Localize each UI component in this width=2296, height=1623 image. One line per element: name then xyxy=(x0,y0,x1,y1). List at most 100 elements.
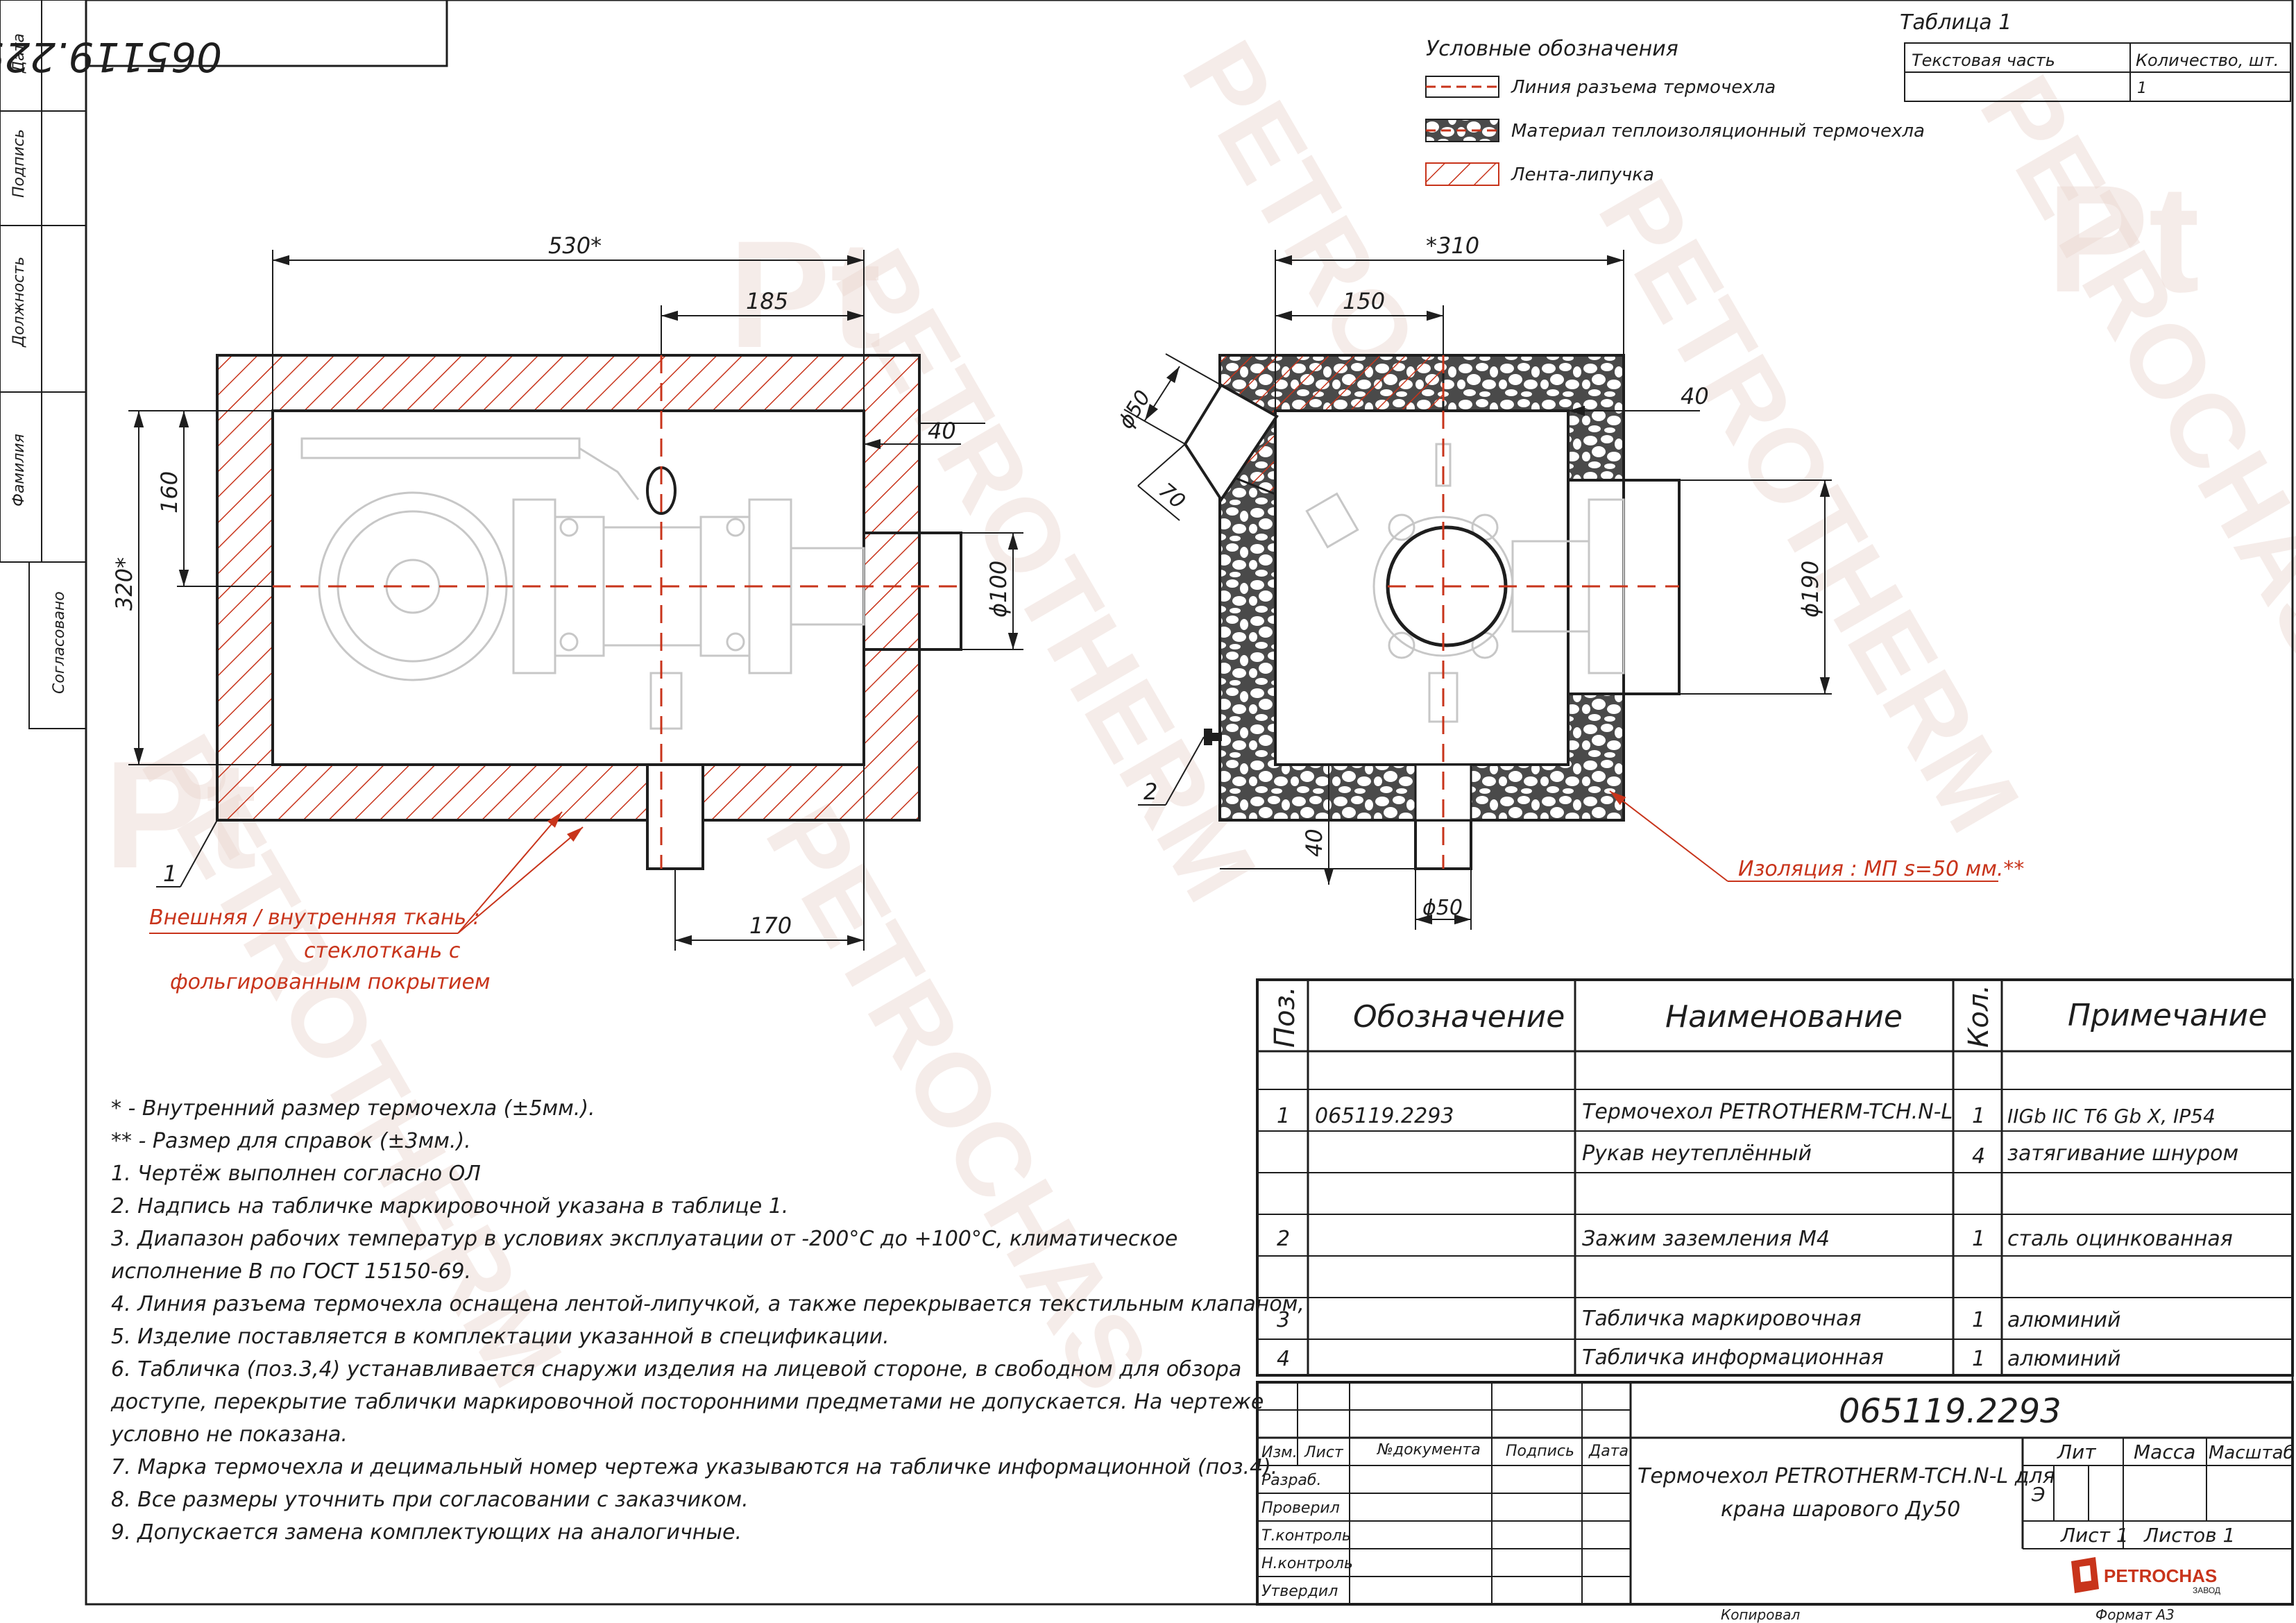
spec-header-pos: Поз. xyxy=(1269,986,1301,1048)
tb-scale-header: Масштаб xyxy=(2209,1443,2295,1463)
title-block-text: 065119.2293 Изм. Лист №документа Подпись… xyxy=(1261,1392,2295,1600)
note-2: 1. Чертёж выполнен согласно ОЛ xyxy=(111,1162,481,1186)
legend-label-insulation: Материал теплоизоляционный термочехла xyxy=(1511,121,1925,142)
dim-150: 150 xyxy=(1343,288,1385,314)
spec-row2-note: сталь оцинкованная xyxy=(2007,1227,2233,1251)
insulation-note: Изоляция : МП s=50 мм.** xyxy=(1738,857,2024,881)
spec-header-qty: Кол. xyxy=(1963,985,1995,1048)
dim-phi50-angled: ϕ50 xyxy=(1114,386,1155,434)
callout-1: 1 Внешняя / внутренняя ткань : стеклотка… xyxy=(149,811,584,994)
table-1: Таблица 1 Текстовая часть Количество, шт… xyxy=(1900,10,2291,102)
tb-lit-value: Э xyxy=(2031,1483,2046,1506)
side-view xyxy=(1183,354,1681,870)
tb-col-izm: Изм. xyxy=(1261,1444,1298,1461)
ground-clamp-icon xyxy=(1204,729,1222,745)
dim-185: 185 xyxy=(746,288,788,314)
note-4: 3. Диапазон рабочих температур в условия… xyxy=(111,1227,1177,1251)
spec-table xyxy=(1256,978,2294,1377)
tb-col-date: Дата xyxy=(1588,1443,1629,1460)
tb-sheet: Лист 1 xyxy=(2060,1524,2129,1547)
footer-copied: Копировал xyxy=(1721,1606,1800,1623)
legend-label-split-line: Линия разъема термочехла xyxy=(1511,77,1776,98)
dim-40-side: 40 xyxy=(1681,383,1709,409)
spec-row1-note: затягивание шнуром xyxy=(2007,1141,2238,1166)
watermark-logo-1: Pt xyxy=(729,209,881,380)
front-view xyxy=(216,354,962,870)
table1-header-text: Текстовая часть xyxy=(1912,51,2055,70)
tb-col-doc: №документа xyxy=(1377,1441,1481,1459)
side-signature: Подпись xyxy=(10,129,28,198)
footer: Копировал Формат А3 xyxy=(1721,1606,2175,1623)
dim-320: 320* xyxy=(111,557,137,611)
spec-row4-qty: 1 xyxy=(1972,1347,1985,1371)
spec-header-note: Примечание xyxy=(2068,998,2267,1033)
general-notes: * - Внутренний размер термочехла (±5мм.)… xyxy=(110,1096,1304,1545)
watermark-logo-2: Pt xyxy=(2047,153,2200,324)
dim-160: 160 xyxy=(156,471,182,513)
note-8: 6. Табличка (поз.3,4) устанавливается сн… xyxy=(111,1357,1241,1382)
spec-row0-qty: 1 xyxy=(1972,1104,1985,1128)
spec-row4-pos: 4 xyxy=(1277,1347,1290,1371)
spec-row2-qty: 1 xyxy=(1972,1227,1985,1251)
front-view-dimension-labels: 530* 185 320* 160 40 ϕ100 170 xyxy=(111,232,1012,939)
callout-insulation: Изоляция : МП s=50 мм.** xyxy=(1609,790,2024,882)
dim-310: *310 xyxy=(1426,232,1479,259)
spec-table-text: Поз. Обозначение Наименование Кол. Приме… xyxy=(1269,985,2267,1371)
side-date: Дата xyxy=(10,33,28,74)
tb-sheets: Листов 1 xyxy=(2143,1524,2235,1547)
title-block-number: 065119.2293 xyxy=(1839,1392,2061,1431)
title-block xyxy=(1256,1381,2294,1606)
table1-cell-qty: 1 xyxy=(2137,80,2147,97)
table1-header-qty: Количество, шт. xyxy=(2136,51,2279,70)
side-surname: Фамилия xyxy=(10,434,28,507)
note-9: доступе, перекрытие таблички маркировочн… xyxy=(110,1390,1264,1414)
tb-title-line2: крана шарового Ду50 xyxy=(1721,1497,1960,1522)
note-1: ** - Размер для справок (±3мм.). xyxy=(111,1129,471,1153)
company-logo xyxy=(2071,1557,2099,1593)
legend: Условные обозначения Линия разъема термо… xyxy=(1425,37,1925,186)
tb-mass-header: Масса xyxy=(2134,1441,2195,1463)
callout-2: 2 xyxy=(1138,736,1205,806)
note-13: 9. Допускается замена комплектующих на а… xyxy=(111,1520,742,1545)
legend-title: Условные обозначения xyxy=(1426,37,1678,61)
fabric-note-line2: стеклоткань с xyxy=(304,939,461,963)
fabric-note-line3: фольгированным покрытием xyxy=(170,970,491,994)
dim-70: 70 xyxy=(1154,478,1190,513)
spec-row2-pos: 2 xyxy=(1277,1227,1290,1251)
dim-40-bottom: 40 xyxy=(1301,829,1327,857)
spec-row0-note: IIGb IIC T6 Gb X, IP54 xyxy=(2007,1105,2216,1128)
callout-2-label: 2 xyxy=(1143,779,1157,805)
spec-row0-name: Термочехол PETROTHERM-TCH.N-L xyxy=(1582,1100,1953,1124)
tb-role-approved: Утвердил xyxy=(1261,1583,1338,1600)
table1-caption: Таблица 1 xyxy=(1900,10,2012,35)
spec-row0-designation: 065119.2293 xyxy=(1315,1104,1454,1128)
spec-row4-name: Табличка информационная xyxy=(1582,1345,1884,1370)
spec-row4-note: алюминий xyxy=(2007,1347,2121,1371)
spec-row2-name: Зажим заземления М4 xyxy=(1582,1227,1830,1251)
note-5: исполнение В по ГОСТ 15150-69. xyxy=(111,1259,471,1284)
dim-phi190: ϕ190 xyxy=(1797,561,1823,618)
company-sub: ЗАВОД xyxy=(2193,1586,2220,1595)
tb-role-ncontrol: Н.контроль xyxy=(1261,1555,1353,1572)
spec-row3-note: алюминий xyxy=(2007,1308,2121,1332)
spec-row3-qty: 1 xyxy=(1972,1308,1985,1332)
company-name: PETROCHAS xyxy=(2104,1565,2217,1586)
note-10: условно не показана. xyxy=(110,1422,348,1447)
spec-row1-name: Рукав неутеплённый xyxy=(1582,1141,1812,1166)
dim-phi100: ϕ100 xyxy=(985,561,1012,618)
tb-lit-header: Лит xyxy=(2057,1441,2096,1463)
spec-row3-pos: 3 xyxy=(1277,1308,1290,1332)
spec-header-designation: Обозначение xyxy=(1353,999,1565,1035)
front-view-dimensions xyxy=(128,250,1023,951)
dim-40-left: 40 xyxy=(928,418,956,444)
tb-col-list: Лист xyxy=(1304,1444,1344,1461)
tb-role-tcontrol: Т.контроль xyxy=(1261,1527,1351,1545)
side-view-dimension-labels: *310 150 ϕ50 70 40 ϕ190 40 ϕ50 xyxy=(1114,232,1823,920)
note-7: 5. Изделие поставляется в комплектации у… xyxy=(111,1325,890,1349)
spec-header-name: Наименование xyxy=(1665,999,1903,1035)
legend-swatch-velcro xyxy=(1425,162,1499,186)
legend-label-velcro: Лента-липучка xyxy=(1511,164,1654,185)
footer-format: Формат А3 xyxy=(2095,1606,2175,1623)
note-3: 2. Надпись на табличке маркировочной ука… xyxy=(111,1194,788,1218)
